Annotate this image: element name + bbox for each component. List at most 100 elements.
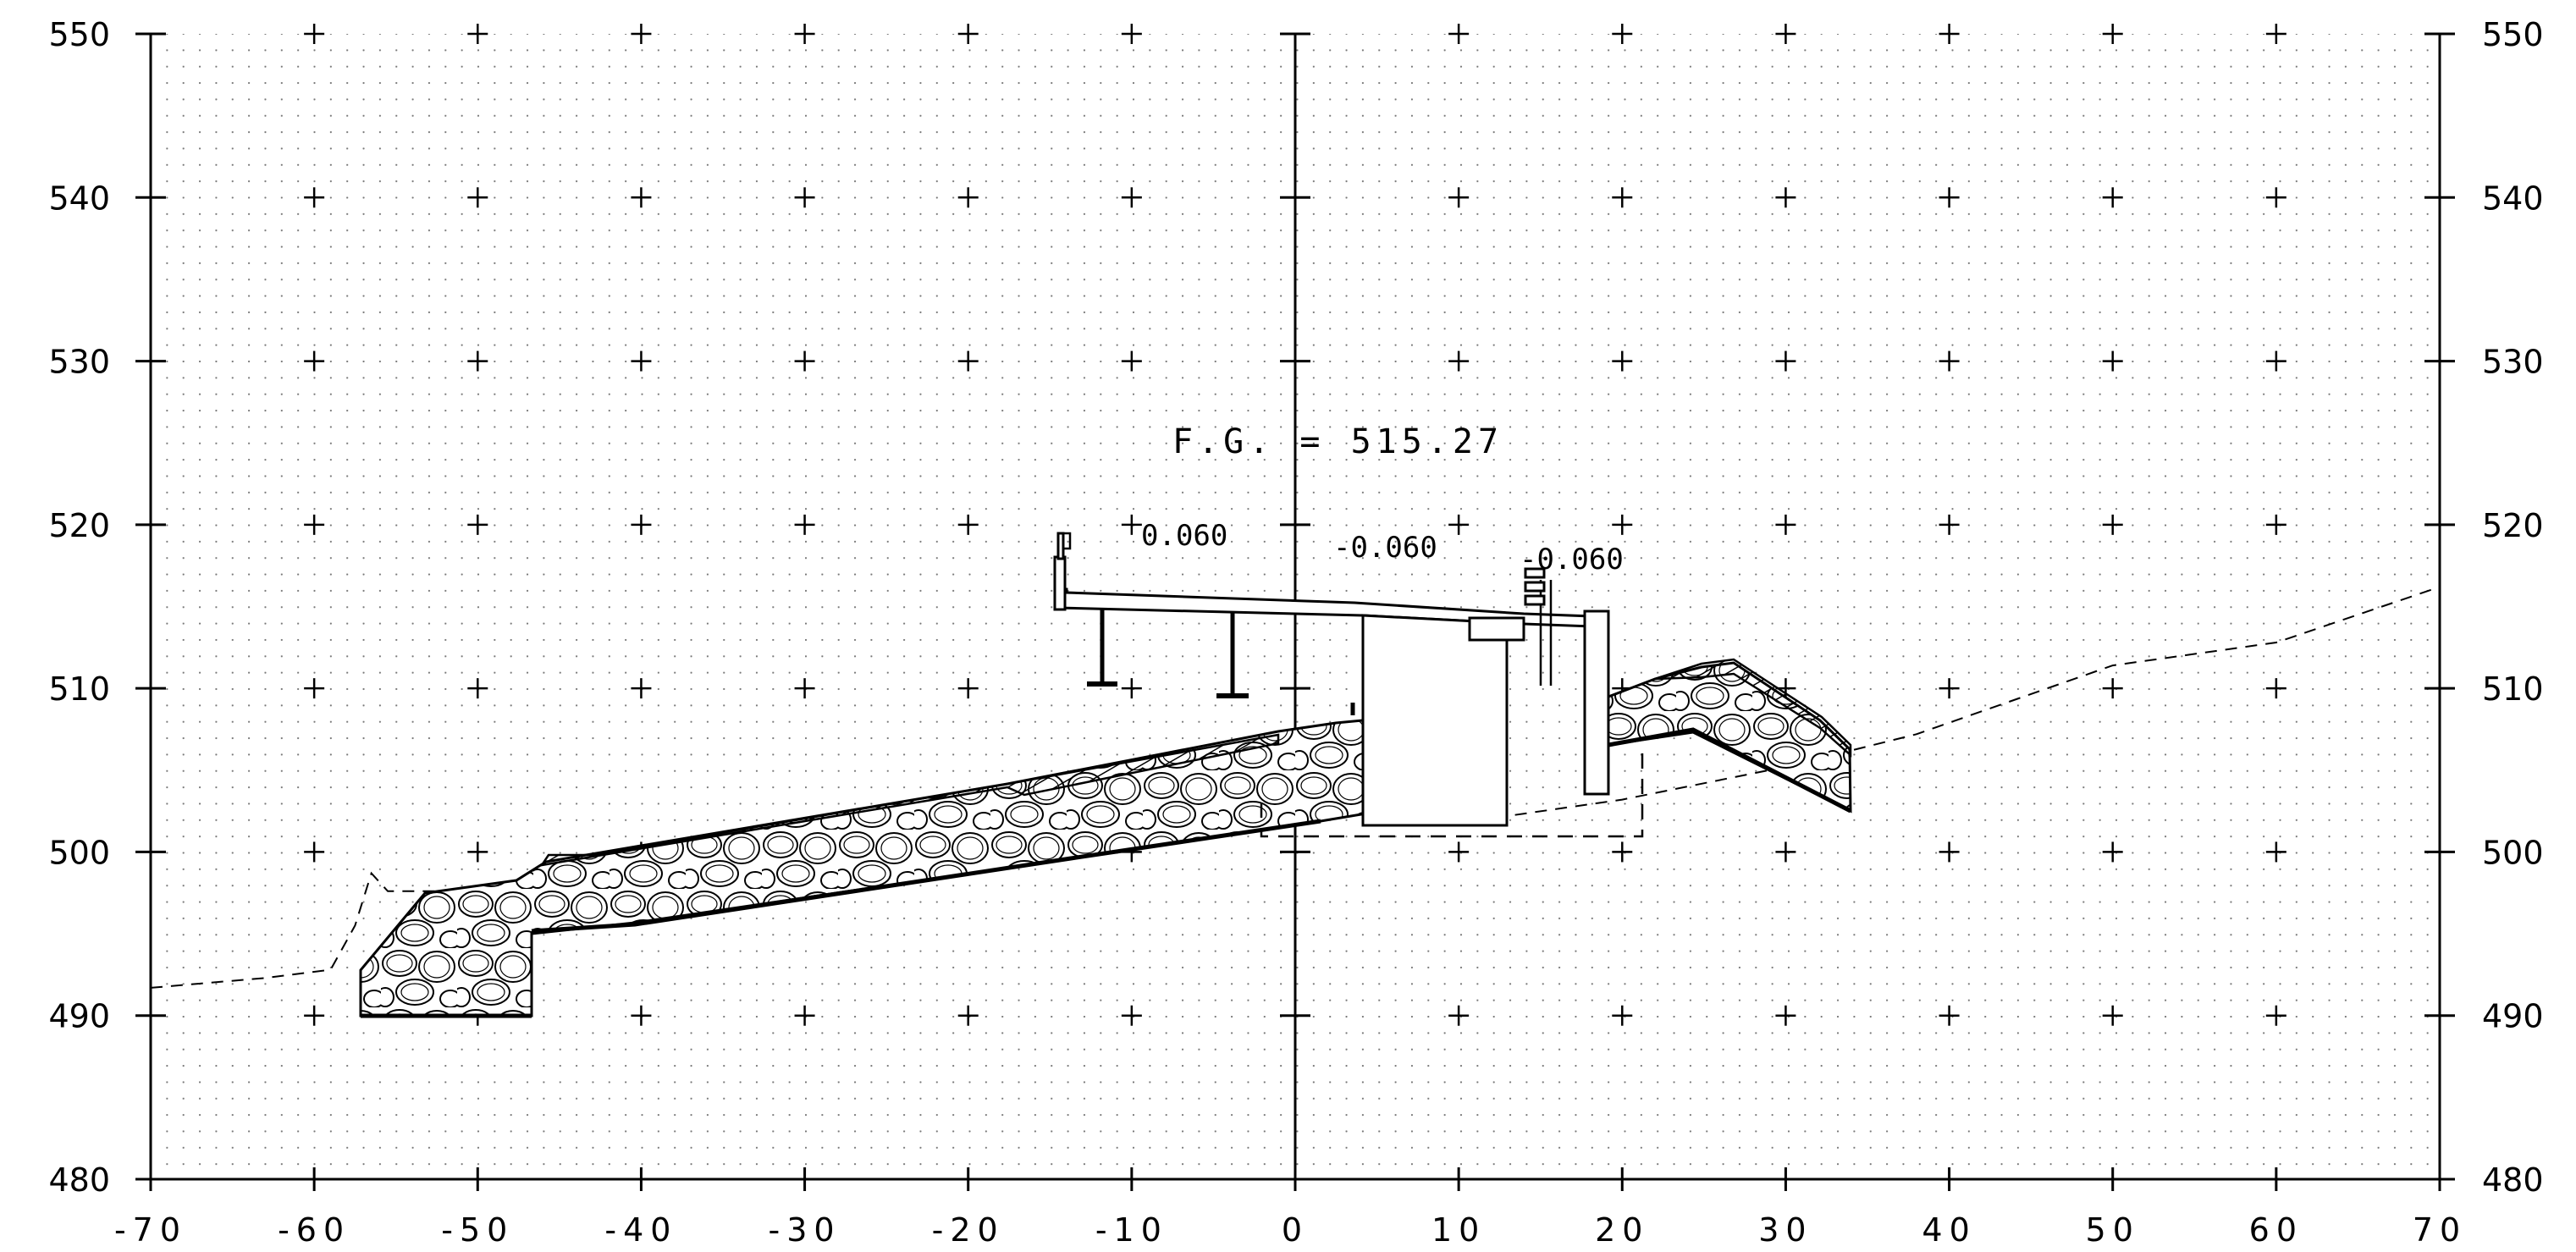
grid-cross bbox=[467, 678, 488, 699]
grid-cross bbox=[631, 514, 652, 535]
slope-label-1: 0.060 bbox=[1141, 519, 1227, 553]
grid-cross bbox=[2265, 24, 2286, 44]
slope-label-3: -0.060 bbox=[1520, 543, 1624, 576]
x-tick-label: 10 bbox=[1431, 1211, 1486, 1249]
grid-cross bbox=[1448, 24, 1470, 44]
y-tick-label-left: 500 bbox=[48, 834, 110, 871]
grid-cross bbox=[304, 24, 325, 44]
grid-cross bbox=[1121, 678, 1142, 699]
abutment-cap bbox=[1468, 616, 1525, 642]
y-tick-label-left: 480 bbox=[48, 1161, 110, 1199]
railing-rung-3 bbox=[1524, 594, 1546, 606]
grid-cross bbox=[1775, 350, 1796, 372]
grid-cross bbox=[304, 350, 325, 372]
x-tick-label: 60 bbox=[2249, 1211, 2303, 1249]
grid-cross bbox=[794, 678, 815, 699]
x-tick-label: 40 bbox=[1922, 1211, 1976, 1249]
x-tick-label: 0 bbox=[1282, 1211, 1309, 1249]
grid-cross bbox=[467, 187, 488, 208]
y-tick-label-right: 540 bbox=[2482, 179, 2544, 217]
y-tick-label-right: 520 bbox=[2482, 507, 2544, 544]
y-tick-label-right: 510 bbox=[2482, 670, 2544, 708]
y-tick-label-right: 550 bbox=[2482, 16, 2544, 53]
backwall bbox=[1583, 609, 1610, 796]
right-riprap-cap bbox=[1654, 658, 1852, 758]
grid-cross bbox=[304, 1005, 325, 1026]
grid-cross bbox=[1448, 187, 1470, 208]
right-bottom-edge bbox=[1608, 727, 1852, 814]
railing-rung-2 bbox=[1524, 581, 1546, 593]
grid-cross bbox=[304, 678, 325, 699]
grid-cross bbox=[1612, 350, 1633, 372]
y-tick-label-left: 520 bbox=[48, 507, 110, 544]
grid-cross bbox=[2265, 841, 2286, 863]
grid-cross bbox=[304, 514, 325, 535]
y-tick-labels-left: 550 540 530 520 510 500 490 480 bbox=[48, 16, 110, 1199]
grid-cross bbox=[957, 350, 979, 372]
left-parapet bbox=[1053, 555, 1067, 611]
grid-cross bbox=[1939, 1005, 1960, 1026]
grid-cross bbox=[794, 1005, 815, 1026]
grid-cross bbox=[1612, 1005, 1633, 1026]
grid-cross bbox=[1612, 24, 1633, 44]
grid-cross bbox=[957, 187, 979, 208]
grid-cross bbox=[2102, 514, 2123, 535]
grid-cross bbox=[1939, 350, 1960, 372]
grid-cross bbox=[467, 841, 488, 863]
grid-cross bbox=[2102, 678, 2123, 699]
grid-cross bbox=[1448, 1005, 1470, 1026]
grid-cross bbox=[1121, 24, 1142, 44]
x-tick-label: 20 bbox=[1595, 1211, 1649, 1249]
x-tick-label: 30 bbox=[1758, 1211, 1812, 1249]
grid-cross bbox=[631, 187, 652, 208]
y-tick-label-left: 540 bbox=[48, 179, 110, 217]
y-tick-label-left: 530 bbox=[48, 344, 110, 381]
y-tick-label-right: 490 bbox=[2482, 998, 2544, 1035]
grid-cross bbox=[1448, 514, 1470, 535]
grid-cross bbox=[1612, 187, 1633, 208]
y-tick-label-left: 510 bbox=[48, 670, 110, 708]
x-tick-label: -20 bbox=[932, 1211, 1005, 1249]
grid-cross bbox=[1939, 187, 1960, 208]
grid-cross bbox=[1121, 514, 1142, 535]
grid-cross bbox=[304, 187, 325, 208]
grid-cross bbox=[2265, 514, 2286, 535]
y-tick-label-left: 550 bbox=[48, 16, 110, 53]
grid-cross bbox=[2102, 841, 2123, 863]
x-tick-label: -70 bbox=[114, 1211, 187, 1249]
grid-cross bbox=[631, 350, 652, 372]
grid-cross bbox=[1121, 350, 1142, 372]
left-riprap-cap bbox=[539, 733, 1280, 867]
grid-cross bbox=[957, 24, 979, 44]
x-tick-label: -60 bbox=[278, 1211, 350, 1249]
grid-cross bbox=[2265, 1005, 2286, 1026]
grid-cross bbox=[1121, 1005, 1142, 1026]
existing-ground-line bbox=[150, 586, 2441, 989]
grid-cross bbox=[2102, 187, 2123, 208]
grid-cross bbox=[794, 514, 815, 535]
left-bottom-edge bbox=[531, 819, 1321, 934]
grid-cross bbox=[1775, 187, 1796, 208]
railing-rung-1 bbox=[1524, 567, 1546, 579]
grid-cross bbox=[1775, 1005, 1796, 1026]
x-tick-label: -50 bbox=[441, 1211, 514, 1249]
y-tick-label-left: 490 bbox=[48, 998, 110, 1035]
grid-cross bbox=[1612, 514, 1633, 535]
grid-cross bbox=[1121, 187, 1142, 208]
grid-cross bbox=[957, 514, 979, 535]
grid-cross bbox=[1775, 24, 1796, 44]
x-tick-label: 50 bbox=[2086, 1211, 2140, 1249]
grid-cross bbox=[631, 24, 652, 44]
excavation-limit bbox=[1260, 743, 1644, 838]
grid-cross bbox=[1939, 514, 1960, 535]
grid-cross bbox=[467, 514, 488, 535]
grid-cross bbox=[631, 1005, 652, 1026]
x-tick-label: -10 bbox=[1095, 1211, 1168, 1249]
grid-cross bbox=[304, 841, 325, 863]
grid-cross bbox=[1939, 24, 1960, 44]
y-tick-label-right: 500 bbox=[2482, 834, 2544, 871]
x-tick-label: -30 bbox=[769, 1211, 841, 1249]
